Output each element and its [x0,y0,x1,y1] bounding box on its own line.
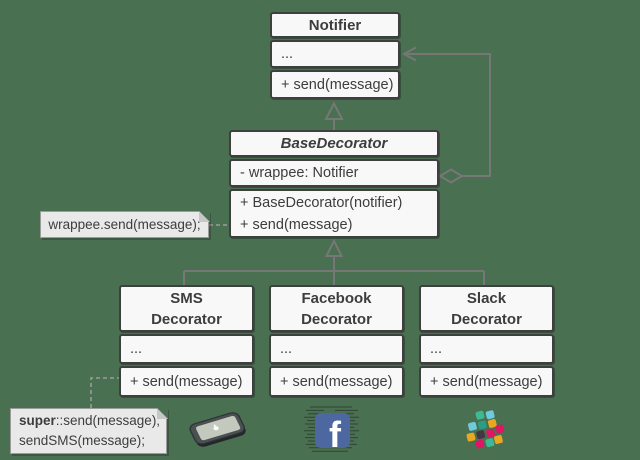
class-methods: + send(message) [119,366,254,397]
class-fields: ... [269,334,404,364]
note-wrappee-send: wrappee.send(message); [40,210,210,238]
class-methods: + send(message) [419,366,554,397]
phone-icon [189,412,246,447]
note-line: super::send(message); [19,411,166,431]
note-super-send: super::send(message); sendSMS(message); [10,407,168,454]
class-sms-decorator: SMS Decorator ... + send(message) [119,0,254,398]
slack-icon [466,410,505,449]
facebook-icon: f [304,406,359,455]
title-line: Slack [466,289,507,307]
note-keyword: super [19,413,56,428]
title-line: Decorator [151,310,222,328]
class-title: Facebook Decorator [269,285,404,332]
class-methods: + send(message) [269,366,404,397]
class-title: Notifier [270,12,400,38]
aggregation-connector [407,53,491,177]
title-line: Decorator [301,310,372,328]
class-slack-decorator: Slack Decorator ... + send(message) [419,0,554,398]
title-line: SMS [170,289,203,307]
class-fields: ... [270,40,400,68]
class-methods: + BaseDecorator(notifier) + send(message… [229,189,439,238]
class-fields: - wrappee: Notifier [229,159,439,187]
inheritance-triangle-notifier [324,101,344,120]
note-line: sendSMS(message); [19,433,146,448]
class-title: SMS Decorator [119,285,254,332]
class-title: Slack Decorator [419,285,554,332]
open-arrowhead [401,46,417,62]
class-fields: ... [419,334,554,364]
method-line: + BaseDecorator(notifier) [240,194,403,211]
class-facebook-decorator: Facebook Decorator ... + send(message) [269,0,404,398]
inheritance-spine [183,256,485,285]
method-line: + send(message) [240,216,353,233]
title-line: Decorator [451,310,522,328]
title-line: Facebook [301,289,372,307]
note-rest: ::send(message); [55,413,161,428]
class-methods: + send(message) [270,70,400,99]
class-fields: ... [119,334,254,364]
class-notifier: Notifier ... + send(message) [270,0,400,100]
svg-text:f: f [329,414,342,455]
note-text: wrappee.send(message); [48,216,201,232]
aggregation-diamond [438,168,464,184]
note-connector-super [90,377,119,408]
class-base-decorator: BaseDecorator - wrappee: Notifier + Base… [229,0,439,240]
class-title: BaseDecorator [229,130,439,157]
